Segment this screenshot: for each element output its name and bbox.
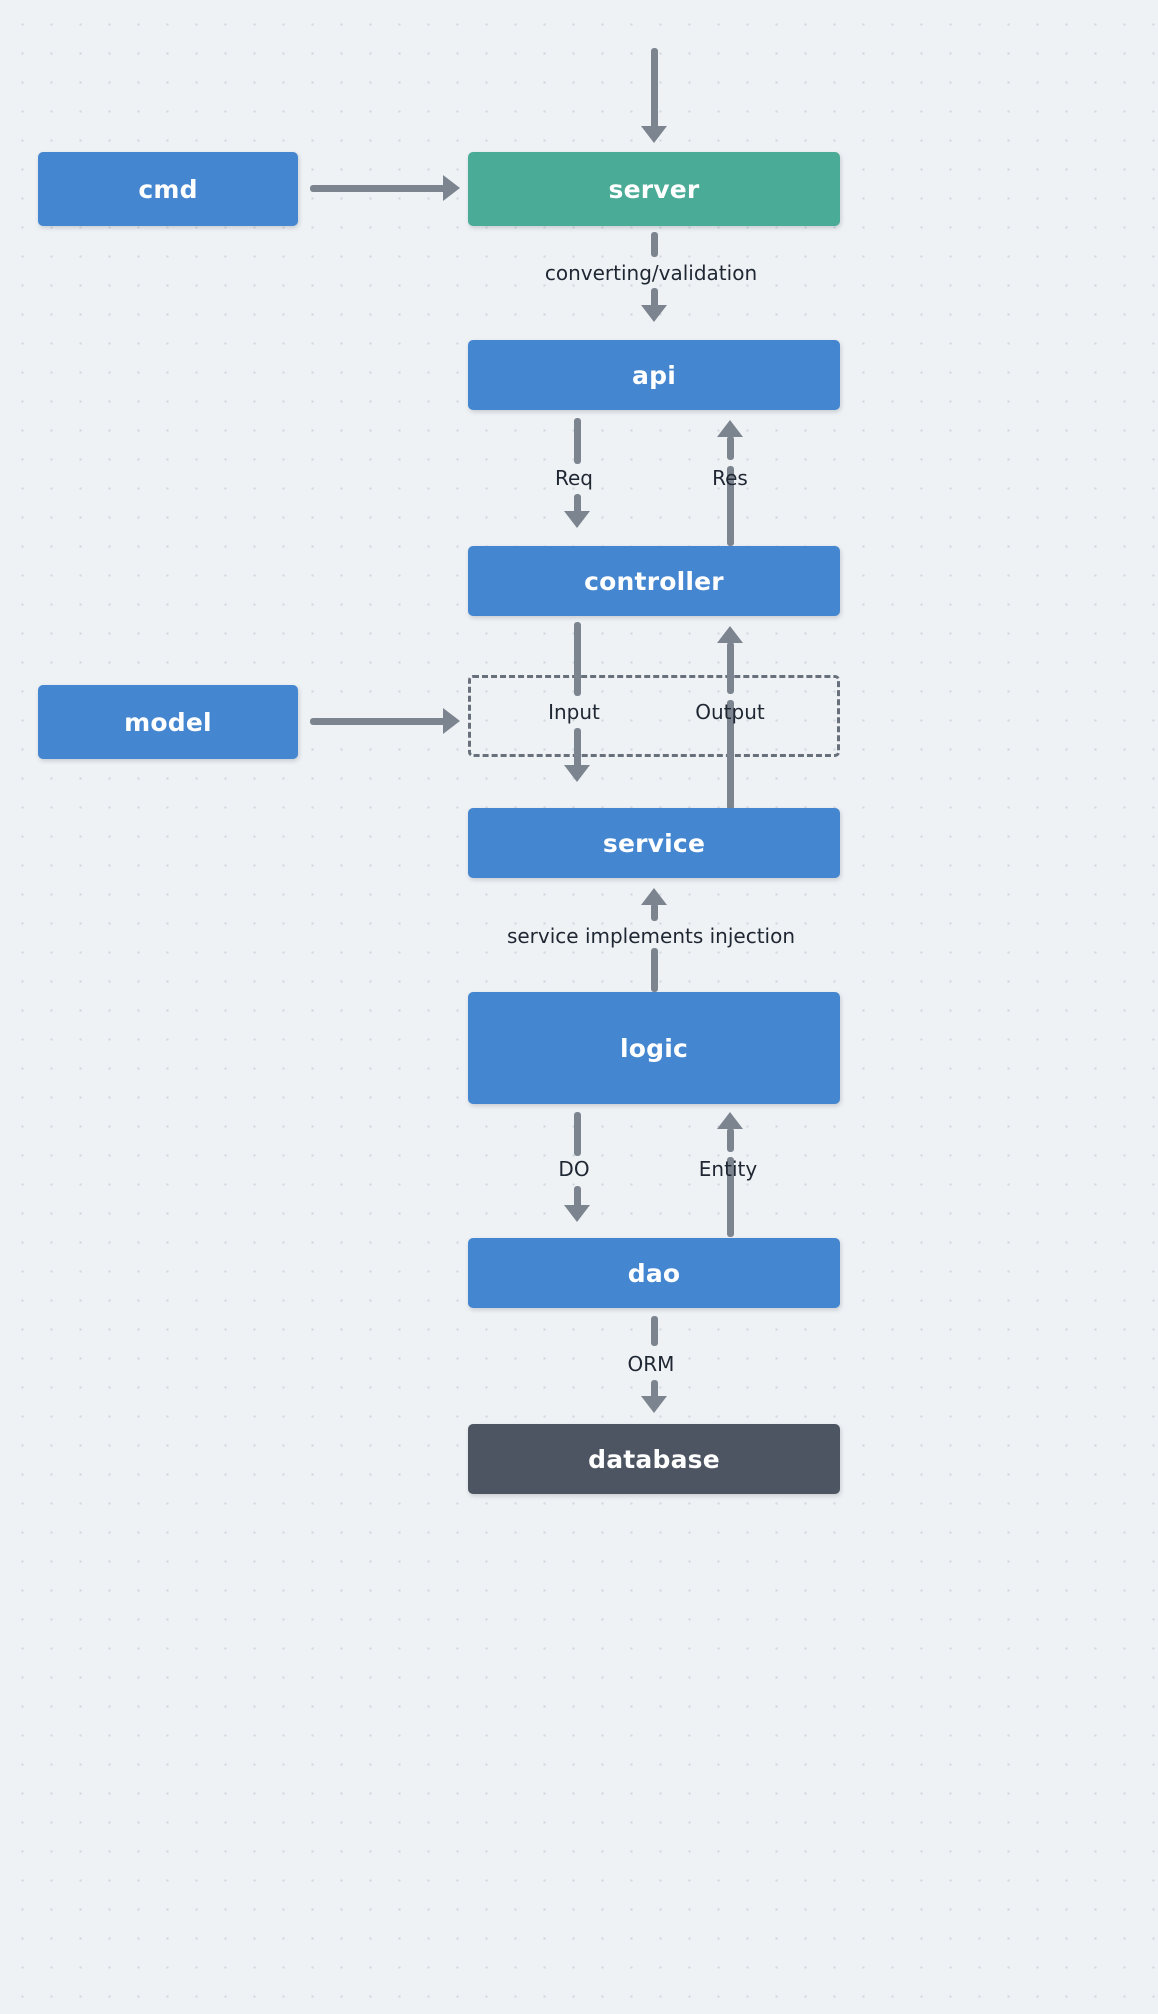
edge-model-group-arrowhead [443, 708, 460, 734]
edge-logic-service-label: service implements injection [506, 924, 796, 948]
edge-logic-service-line-upper [651, 903, 658, 921]
node-api[interactable]: api [468, 340, 840, 410]
edge-entry-server-line [651, 48, 658, 133]
edge-controller-api-arrowhead [717, 420, 743, 437]
edge-api-controller-label: Req [555, 466, 593, 490]
node-cmd-label: cmd [138, 174, 198, 204]
edge-server-api-label: converting/validation [544, 261, 758, 285]
edge-service-controller-arrowhead [717, 626, 743, 643]
edge-dao-logic-arrowhead [717, 1112, 743, 1129]
edge-logic-service-line-lower [651, 948, 658, 992]
node-dao[interactable]: dao [468, 1238, 840, 1308]
edge-entry-server-arrowhead [641, 126, 667, 143]
node-database-label: database [588, 1444, 720, 1474]
edge-model-group-line [310, 718, 446, 725]
edge-cmd-server-arrowhead [443, 175, 460, 201]
edge-controller-api-line-lower [727, 466, 734, 546]
edge-api-controller-line-lower [574, 494, 581, 516]
edge-logic-service-arrowhead [641, 888, 667, 905]
edge-controller-service-label: Input [548, 700, 600, 724]
node-server-label: server [608, 174, 700, 204]
edge-server-api-arrowhead [641, 305, 667, 322]
node-model[interactable]: model [38, 685, 298, 759]
edge-controller-api-label: Res [712, 466, 748, 490]
node-server[interactable]: server [468, 152, 840, 226]
node-cmd[interactable]: cmd [38, 152, 298, 226]
edge-dao-database-line-lower [651, 1380, 658, 1400]
edge-logic-dao-label: DO [558, 1157, 590, 1181]
node-service[interactable]: service [468, 808, 840, 878]
edge-controller-service-line-upper [574, 622, 581, 696]
node-model-label: model [124, 707, 212, 737]
edge-logic-dao-arrowhead [564, 1205, 590, 1222]
edge-service-controller-line-lower [727, 700, 734, 810]
node-controller-label: controller [584, 566, 724, 596]
edge-dao-database-label: ORM [627, 1352, 675, 1376]
edge-controller-api-line-upper [727, 436, 734, 460]
node-controller[interactable]: controller [468, 546, 840, 616]
edge-dao-logic-line-lower [727, 1157, 734, 1237]
edge-logic-dao-line-lower [574, 1186, 581, 1210]
node-dao-label: dao [627, 1258, 681, 1288]
edge-api-controller-arrowhead [564, 511, 590, 528]
edge-controller-service-arrowhead [564, 765, 590, 782]
edge-server-api-line-lower [651, 288, 658, 310]
node-logic[interactable]: logic [468, 992, 840, 1104]
edge-api-controller-line-upper [574, 418, 581, 464]
edge-dao-database-arrowhead [641, 1396, 667, 1413]
edge-dao-database-line-upper [651, 1316, 658, 1346]
node-database[interactable]: database [468, 1424, 840, 1494]
edge-cmd-server-line [310, 185, 446, 192]
edge-dao-logic-label: Entity [698, 1157, 758, 1181]
edge-server-api-line-upper [651, 232, 658, 257]
edge-service-controller-line-upper [727, 642, 734, 694]
edge-dao-logic-line-upper [727, 1128, 734, 1152]
edge-logic-dao-line-upper [574, 1112, 581, 1156]
node-api-label: api [632, 360, 676, 390]
group-io [468, 675, 840, 757]
node-logic-label: logic [619, 1033, 689, 1063]
edge-controller-service-line-lower [574, 728, 581, 770]
edge-service-controller-label: Output [695, 700, 765, 724]
node-service-label: service [602, 828, 706, 858]
